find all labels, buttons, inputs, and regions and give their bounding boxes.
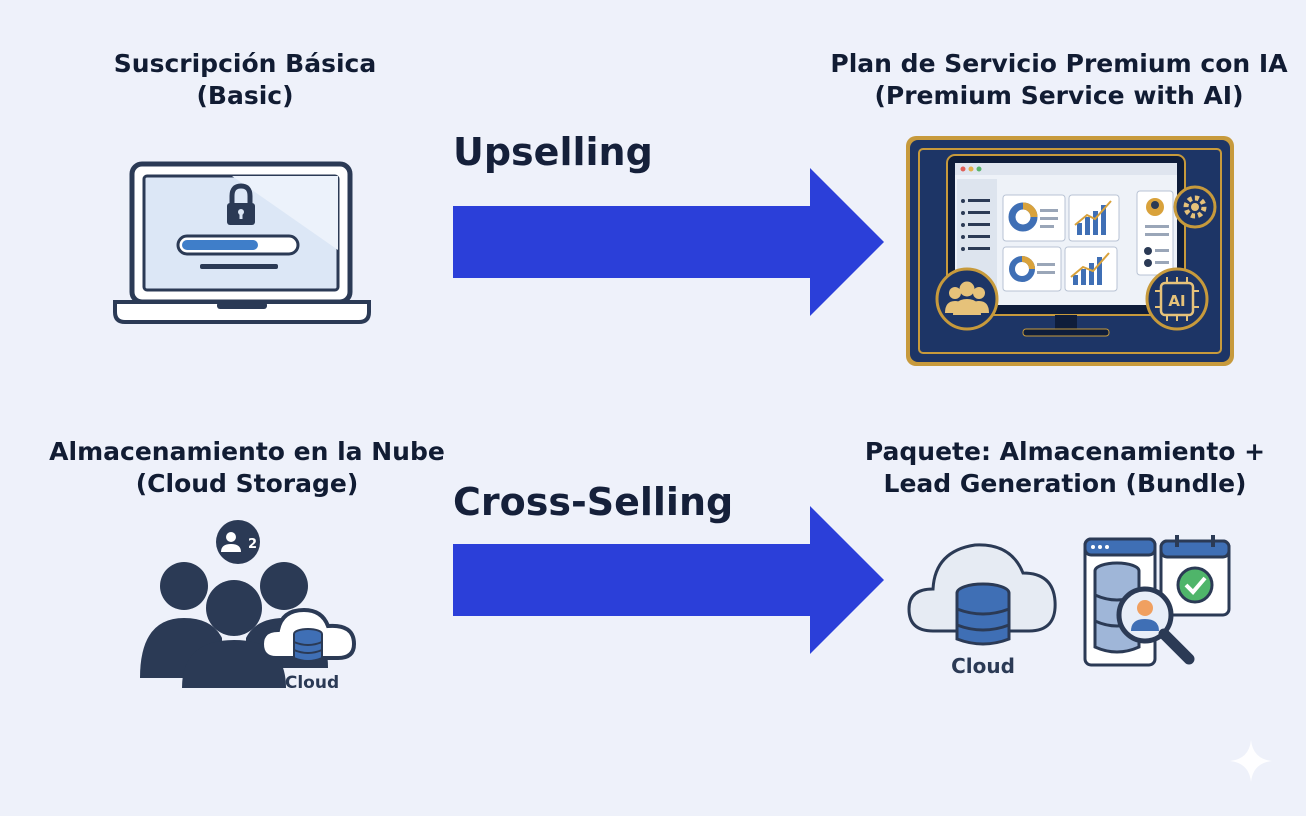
calendar-check-icon <box>1159 535 1231 617</box>
users-cloud-icon: 2 Cloud <box>140 520 357 693</box>
magnifier-user-icon <box>1116 586 1195 665</box>
basic-subscription-title: Suscripción Básica (Basic) <box>80 48 410 112</box>
sparkle-icon <box>1230 740 1272 782</box>
bundle-title: Paquete: Almacenamiento + Lead Generatio… <box>830 436 1300 500</box>
basic-title-line2: (Basic) <box>196 81 294 110</box>
lock-icon <box>227 183 255 225</box>
badge-count-text: 2 <box>248 537 257 552</box>
bundle-cloud-icon <box>907 543 1057 646</box>
cross-selling-label: Cross-Selling <box>453 480 734 524</box>
ai-badge-text: AI <box>1168 292 1185 310</box>
ai-chip-icon: AI <box>1145 267 1209 331</box>
bundle-icon: Cloud <box>907 535 1231 678</box>
laptop-lock-icon <box>113 161 371 324</box>
source-cloud-label: Cloud <box>285 673 339 693</box>
premium-plan-title: Plan de Servicio Premium con IA (Premium… <box>800 48 1306 112</box>
bundle-title-line2: Lead Generation (Bundle) <box>883 469 1247 498</box>
premium-dashboard-icon: AI <box>906 136 1234 366</box>
cloud-title-line2: (Cloud Storage) <box>135 469 359 498</box>
upselling-label: Upselling <box>453 130 653 174</box>
cloud-title-line1: Almacenamiento en la Nube <box>49 437 445 466</box>
bundle-title-line1: Paquete: Almacenamiento + <box>864 437 1266 466</box>
ai-gear-icon <box>1173 185 1217 229</box>
premium-title-line2: (Premium Service with AI) <box>874 81 1244 110</box>
upsell-arrow <box>453 168 884 316</box>
cross-sell-arrow <box>453 506 884 654</box>
cross-sell-arrow-shape <box>453 506 884 654</box>
cloud-storage-title: Almacenamiento en la Nube (Cloud Storage… <box>22 436 472 500</box>
upsell-arrow-shape <box>453 168 884 316</box>
user-count-badge: 2 <box>216 520 260 564</box>
cloud-db-icon <box>259 607 357 662</box>
team-icon <box>935 267 999 331</box>
premium-title-line1: Plan de Servicio Premium con IA <box>830 49 1288 78</box>
bundle-cloud-label: Cloud <box>951 654 1015 678</box>
basic-title-line1: Suscripción Básica <box>113 49 377 78</box>
